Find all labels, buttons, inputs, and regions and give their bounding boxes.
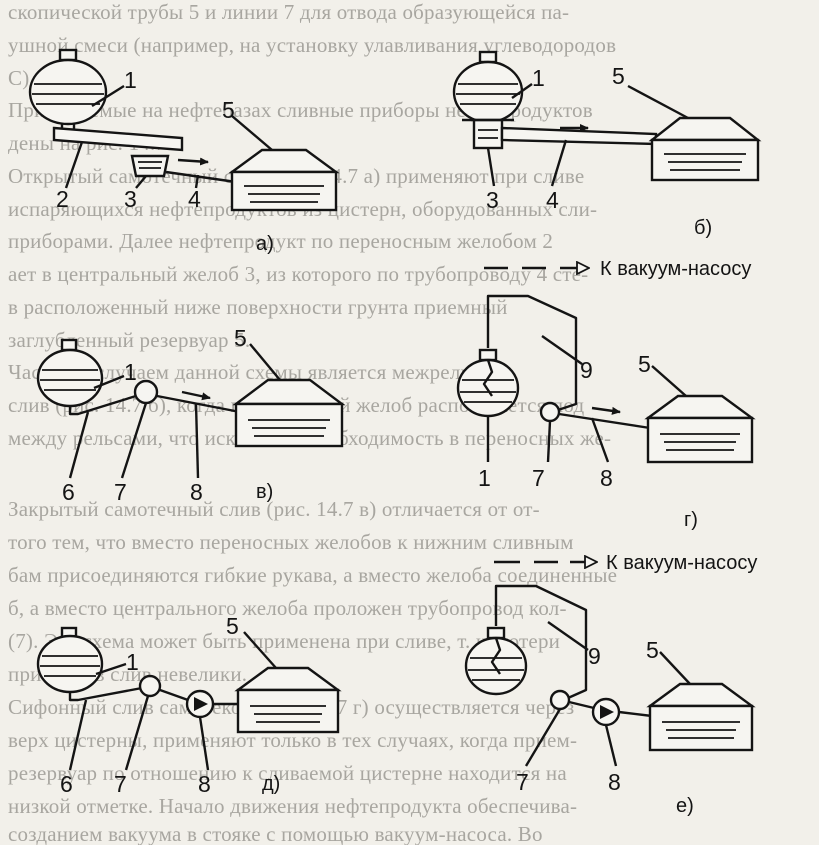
label-5: 5 (646, 637, 659, 663)
background-text-line: заглубленный резервуар 5. (8, 328, 251, 352)
pipeline-8 (156, 394, 241, 414)
tank-car-1 (28, 48, 108, 138)
label-3: 3 (124, 186, 137, 212)
pipeline-8 (558, 412, 651, 430)
label-1: 1 (478, 465, 491, 491)
reservoir-5 (644, 394, 756, 464)
reservoir-5 (646, 682, 756, 752)
caption-e: е) (676, 795, 694, 817)
pipeline-4 (500, 126, 658, 146)
pipeline-4 (165, 170, 237, 184)
label-8: 8 (600, 465, 613, 491)
tank-car-1 (36, 626, 104, 694)
hose-6 (68, 394, 137, 416)
reservoir-5 (648, 116, 762, 182)
label-7: 7 (114, 771, 127, 797)
vacuum-pump-note: К вакуум-насосу (606, 552, 757, 574)
central-trough-3 (130, 154, 170, 178)
label-1: 1 (532, 65, 545, 91)
panel-d: 1 6 7 8 5 д) (36, 613, 342, 797)
background-text-line: скопической трубы 5 и линии 7 для отвода… (8, 0, 570, 24)
background-text-line: приборами. Далее нефтепродукт по перенос… (8, 229, 554, 253)
caption-g: г) (684, 509, 698, 531)
flow-arrow (177, 157, 209, 166)
label-5: 5 (638, 351, 651, 377)
label-5: 5 (234, 325, 247, 351)
tank-car-1 (36, 338, 104, 408)
pipeline (618, 710, 653, 718)
background-text-line: того тем, что вместо переносных желобов … (8, 530, 574, 554)
label-9: 9 (580, 357, 593, 383)
label-7: 7 (516, 769, 529, 795)
label-5: 5 (222, 97, 235, 123)
panel-v: 1 6 7 8 5 в) (36, 325, 346, 505)
label-8: 8 (608, 769, 621, 795)
background-text-line: в расположенный ниже поверхности грунта … (8, 295, 508, 319)
tank-car (464, 626, 528, 696)
background-text-line: созданием вакуума в стояке с помощью вак… (8, 822, 543, 845)
background-text-line: (7). Эта схема может быть применена при … (8, 629, 561, 653)
background-text-line: ает в центральный желоб 3, из которого п… (8, 262, 589, 286)
label-8: 8 (190, 479, 203, 505)
label-9: 9 (588, 643, 601, 669)
collector-7 (539, 401, 561, 423)
panel-a: 1 2 3 4 5 а) (28, 48, 340, 255)
label-4: 4 (188, 186, 201, 212)
collector-7 (138, 674, 162, 698)
background-text-line: резервуар по отношению к сливаемой цисте… (8, 761, 567, 785)
caption-d: д) (262, 773, 280, 795)
panel-b: 1 3 4 5 б) (452, 50, 762, 239)
siphon-riser-9 (486, 294, 578, 348)
panel-g: К вакуум-насосу 9 5 1 7 8 г) (456, 258, 756, 531)
label-5: 5 (612, 63, 625, 89)
label-7: 7 (532, 465, 545, 491)
label-1: 1 (126, 649, 139, 675)
panel-e: К вакуум-насосу 9 5 7 (464, 552, 757, 817)
background-text-line: ушной смеси (например, на установку улав… (8, 33, 617, 57)
vacuum-pump-note: К вакуум-насосу (600, 258, 751, 280)
hose-6 (68, 686, 143, 702)
background-text-line: Закрытый самотечный слив (рис. 14.7 в) о… (8, 497, 540, 521)
background-text-line: низкой отметке. Начало движения нефтепро… (8, 794, 578, 818)
siphon-riser-9 (494, 584, 588, 626)
label-1: 1 (124, 359, 137, 385)
label-1: 1 (124, 67, 137, 93)
reservoir-5 (234, 666, 342, 734)
label-5: 5 (226, 613, 239, 639)
label-2: 2 (56, 186, 69, 212)
flow-arrow (591, 406, 621, 415)
tank-car-1 (452, 50, 524, 124)
caption-b: б) (694, 217, 712, 239)
collector-7 (133, 379, 159, 405)
label-6: 6 (62, 479, 75, 505)
background-text-line: б, а вместо центрального желоба проложен… (8, 596, 567, 620)
flow-arrow (181, 390, 211, 401)
background-text-line: бам присоединяются гибкие рукава, а вмес… (8, 563, 618, 587)
portable-trough-2 (52, 126, 184, 152)
reservoir-5 (228, 148, 340, 212)
pump-8 (591, 697, 621, 727)
label-3: 3 (486, 187, 499, 213)
label-7: 7 (114, 479, 127, 505)
collector-7 (549, 689, 571, 711)
tank-car-1 (456, 348, 520, 418)
label-4: 4 (546, 187, 559, 213)
label-8: 8 (198, 771, 211, 797)
label-6: 6 (60, 771, 73, 797)
caption-v: в) (256, 481, 273, 503)
pump-8 (185, 689, 215, 719)
caption-a: а) (256, 233, 274, 255)
reservoir-5 (232, 378, 346, 448)
